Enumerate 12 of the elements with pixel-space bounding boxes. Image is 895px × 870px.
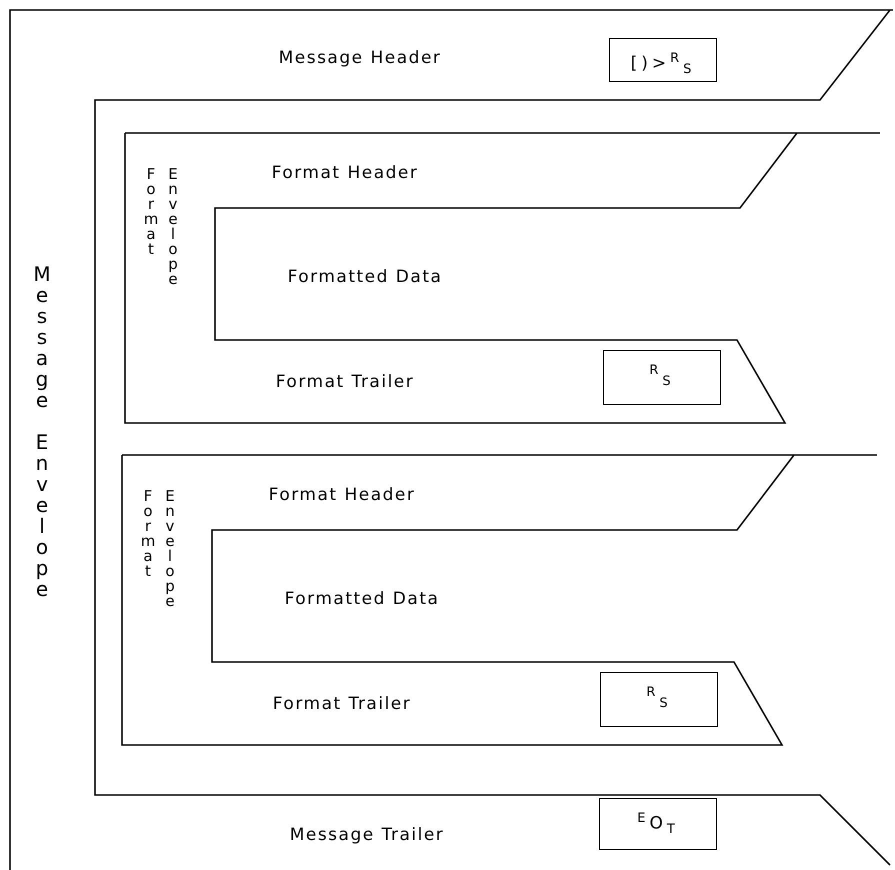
vertical-label: Message Envelope [30,262,54,600]
vertical-label: Format Envelope [138,487,180,609]
section-label: Format Trailer [276,372,414,392]
section-label: Format Header [272,163,418,183]
delimiter-box: $^{E}$O$_{T}$ [599,798,717,850]
section-label: Message Header [278,48,442,68]
section-label: Formatted Data [284,589,440,609]
section-label: Format Header [268,485,416,505]
section-label: Format Trailer [272,694,412,714]
section-label: Message Trailer [290,825,444,845]
section-label: Formatted Data [288,267,442,287]
vertical-label: Format Envelope [141,165,183,287]
